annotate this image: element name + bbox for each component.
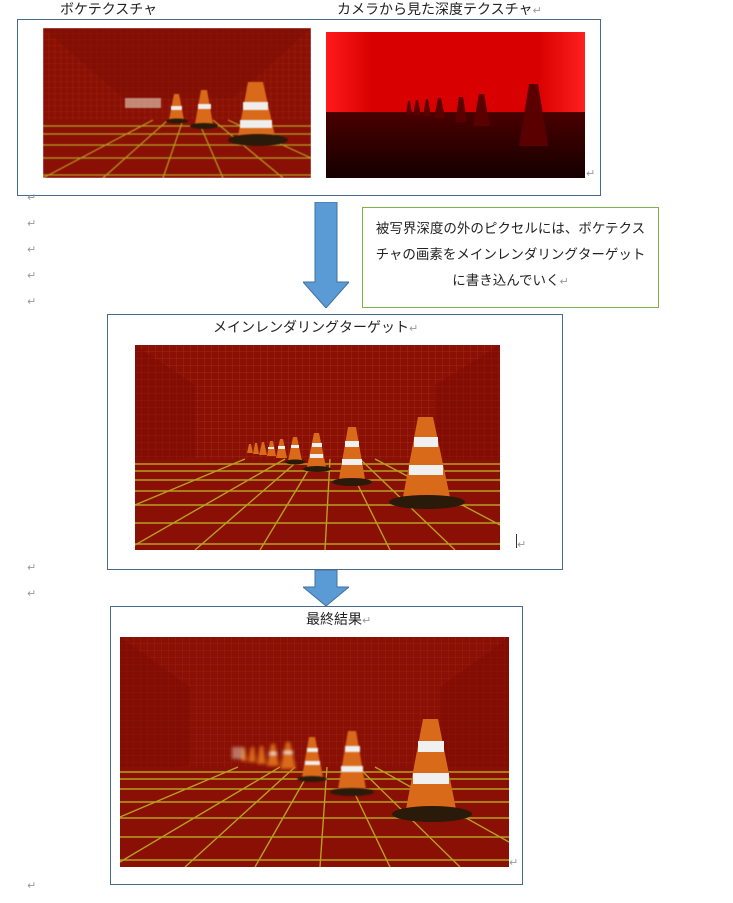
final-result-image <box>120 637 509 867</box>
depth-texture-caption-text: カメラから見た深度テクスチャ <box>337 2 533 18</box>
main-render-target-image <box>135 345 500 550</box>
paragraph-mark: ↵ <box>27 879 37 892</box>
bokeh-texture-caption: ボケテクスチャ <box>60 2 158 18</box>
paragraph-mark: ↵ <box>409 322 419 335</box>
top-image-frame <box>17 19 601 196</box>
main-render-target-caption-text: メインレンダリングターゲット <box>213 320 409 336</box>
paragraph-mark: ↵ <box>27 191 37 204</box>
paragraph-mark: ↵ <box>27 561 37 574</box>
main-render-target-caption: メインレンダリングターゲット↵ <box>213 320 418 336</box>
explanation-note-text: 被写界深度の外のピクセルには、ボケテクスチャの画素をメインレンダリングターゲット… <box>375 221 646 289</box>
paragraph-mark: ↵ <box>27 587 37 600</box>
paragraph-mark: ↵ <box>532 4 542 17</box>
down-arrow-1 <box>303 202 349 308</box>
explanation-note: 被写界深度の外のピクセルには、ボケテクスチャの画素をメインレンダリングターゲット… <box>362 207 659 308</box>
paragraph-mark: ↵ <box>559 275 569 288</box>
depth-texture-caption: カメラから見た深度テクスチャ↵ <box>337 2 542 18</box>
paragraph-mark: ↵ <box>586 167 596 180</box>
text-cursor <box>516 534 517 548</box>
paragraph-mark: ↵ <box>27 217 37 230</box>
paragraph-mark: ↵ <box>27 269 37 282</box>
paragraph-mark: ↵ <box>27 243 37 256</box>
paragraph-mark: ↵ <box>509 856 519 869</box>
final-result-caption: 最終結果↵ <box>306 612 371 628</box>
paragraph-mark: ↵ <box>362 614 372 627</box>
paragraph-mark: ↵ <box>27 295 37 308</box>
final-result-frame <box>110 606 523 885</box>
final-result-caption-text: 最終結果 <box>306 612 362 628</box>
bokeh-texture-image <box>43 28 311 178</box>
paragraph-mark: ↵ <box>517 538 527 551</box>
depth-texture-image <box>326 32 585 178</box>
down-arrow-2 <box>303 570 349 606</box>
